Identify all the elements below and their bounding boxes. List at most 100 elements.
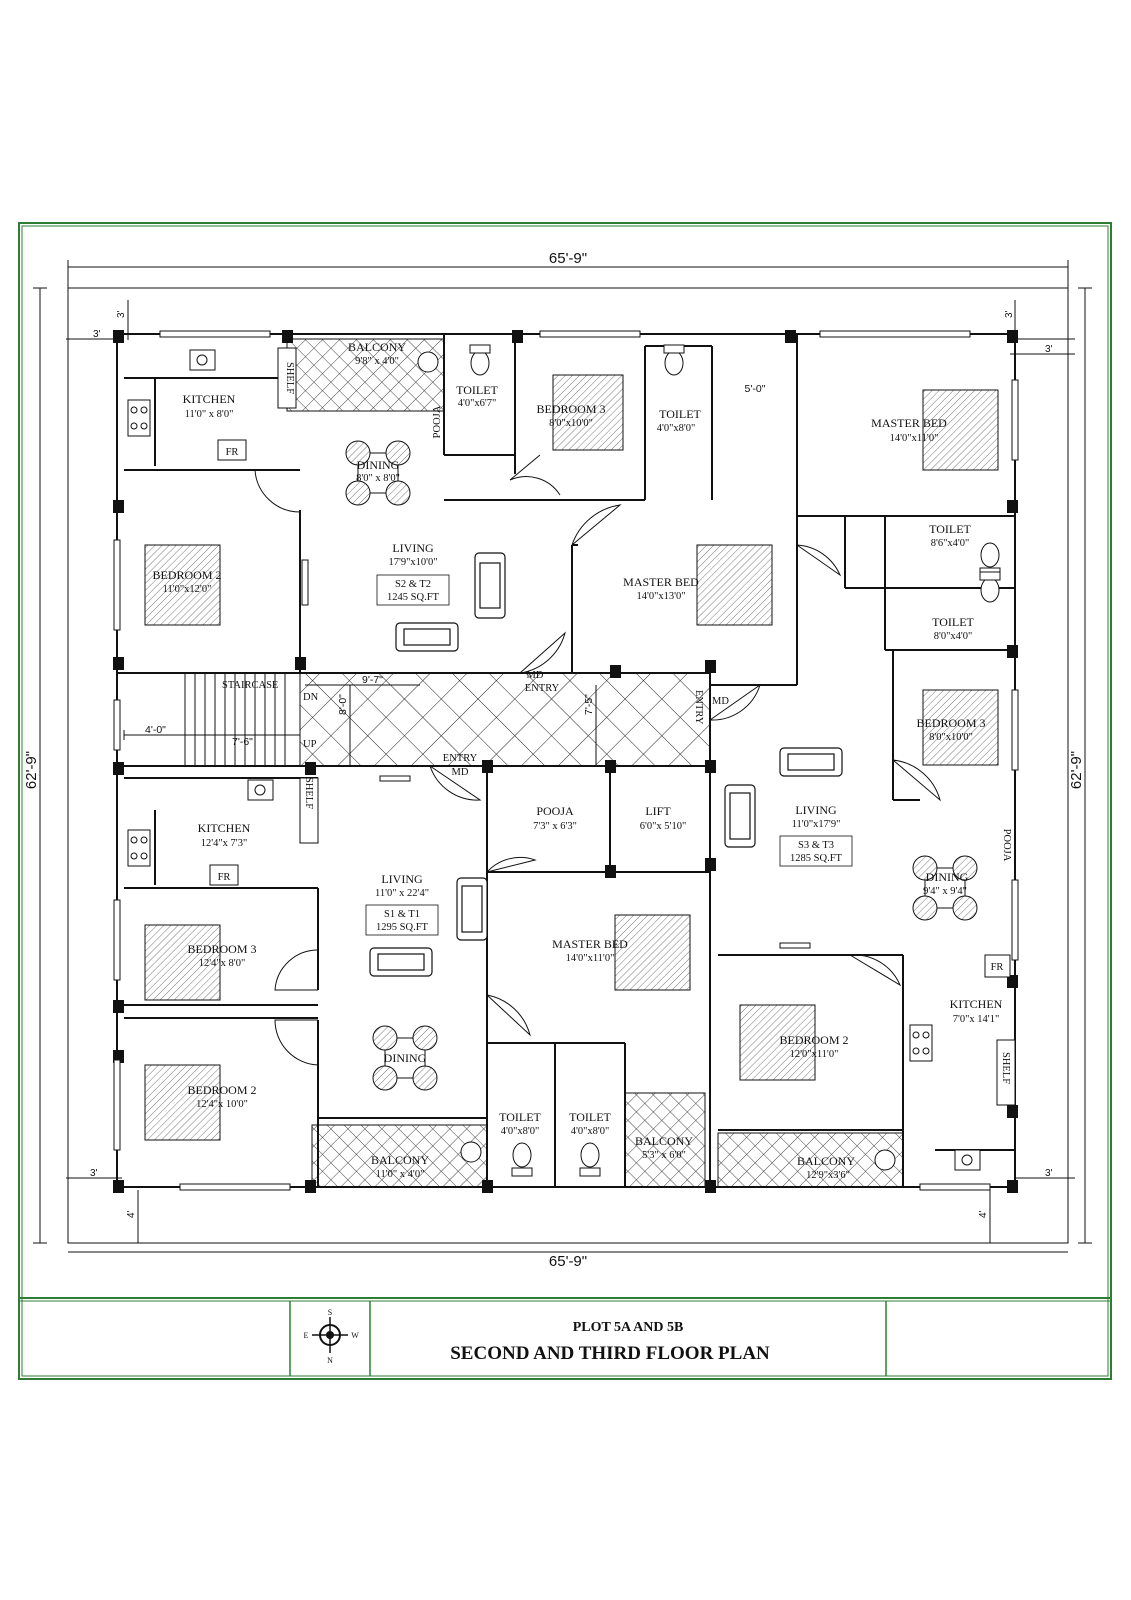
pooja-common-name: POOJA: [536, 804, 574, 818]
toilet-s1b-name: TOILET: [569, 1110, 611, 1124]
master-s2-size: 14'0"x13'0": [636, 591, 685, 602]
beds: [144, 374, 999, 1141]
entry-top: ENTRY: [525, 683, 560, 694]
dining-s1: DINING: [384, 1051, 427, 1065]
setback-top-left: 3': [93, 329, 101, 340]
stair-depth: 8'-0": [337, 694, 349, 715]
kitchen-s3-size: 7'0"x 14'1": [953, 1014, 999, 1025]
fixtures: [127, 344, 1016, 1177]
setback-vert-left: 3': [116, 310, 127, 318]
toilet-s3b-name: TOILET: [932, 615, 974, 629]
toilet-s1a-name: TOILET: [499, 1110, 541, 1124]
plot-dimensions: 65'-9" 65'-9" 62'-9" 62'-9" 3' 3' 3' 3' …: [23, 250, 1085, 1270]
bedroom2-s1-name: BEDROOM 2: [187, 1083, 256, 1097]
lobby-width: 9'-7": [362, 674, 383, 686]
entry-right: ENTRY: [693, 690, 704, 725]
bedroom2-s1-size: 12'4"x 10'0": [196, 1099, 248, 1110]
bedroom2-s2-size: 11'0"x12'0": [163, 584, 212, 595]
balcony-s3-hatch: [717, 1132, 904, 1188]
bedroom2-s2-name: BEDROOM 2: [152, 568, 221, 582]
living-s1-name: LIVING: [381, 872, 423, 886]
balcony-mid-name: BALCONY: [635, 1134, 693, 1148]
fr-s2: FR: [226, 447, 239, 458]
lobby-height: 7'-5": [583, 694, 595, 715]
dining-s3-name: DINING: [926, 870, 969, 884]
setback-bottom-left: 3': [90, 1168, 98, 1179]
dim-top: 65'-9": [549, 250, 587, 267]
toilet-s1a-size: 4'0"x8'0": [501, 1126, 540, 1137]
toilet-s2a-name: TOILET: [456, 383, 498, 397]
setback-top-right: 3': [1045, 344, 1053, 355]
title-line1: PLOT 5A AND 5B: [573, 1320, 684, 1335]
unit-s2-labels: KITCHEN 11'0" x 8'0" FR SHELF BALCONY 9'…: [152, 340, 766, 606]
unit-s3-name: S3 & T3: [798, 840, 834, 851]
pooja-s3: POOJA: [1001, 829, 1012, 862]
md-top: MD: [527, 670, 544, 681]
master-s1-name: MASTER BED: [552, 937, 628, 951]
toilet-s1b-size: 4'0"x8'0": [571, 1126, 610, 1137]
windows: [113, 330, 1019, 1191]
stair-width-a: 4'-0": [145, 724, 166, 736]
setback-bottom-vert-left: 4': [126, 1210, 137, 1218]
master-s3-size: 14'0"x11'0": [890, 433, 939, 444]
kitchen-s2-name: KITCHEN: [183, 392, 236, 406]
unit-s2-box: [376, 574, 450, 606]
common-labels: STAIRCASE DN UP 4'-0" 7'-6" 9'-7" 8'-0" …: [145, 670, 729, 832]
stair-up: UP: [303, 739, 317, 750]
compass-s: S: [328, 1308, 332, 1317]
lift-size: 6'0"x 5'10": [640, 821, 686, 832]
sheet-frame: [18, 222, 1112, 1380]
kitchen-s3-name: KITCHEN: [950, 997, 1003, 1011]
dim-right: 62'-9": [1068, 751, 1085, 789]
unit-s1-box: [365, 904, 439, 936]
balcony-s2-size: 9'8" x 4'0": [355, 356, 399, 367]
bedroom2-s3-size: 12'0"x11'0": [790, 1049, 839, 1060]
lobby-hatch: [299, 672, 711, 767]
kitchen-s1-name: KITCHEN: [198, 821, 251, 835]
toilet-s3a-name: TOILET: [929, 522, 971, 536]
dining-s3-size: 9'4" x 9'4": [923, 886, 967, 897]
entry-bottom: ENTRY: [443, 753, 478, 764]
dining-s2-size: 8'0" x 8'0": [356, 473, 400, 484]
setback-vert-right: 3': [1004, 310, 1015, 318]
balcony-s3-name: BALCONY: [797, 1154, 855, 1168]
compass: S N E W: [304, 1308, 360, 1365]
toilet-s3b-size: 8'0"x4'0": [934, 631, 973, 642]
sofas: [369, 552, 843, 977]
bedroom3-s3-name: BEDROOM 3: [916, 716, 985, 730]
setback-bottom-right: 3': [1045, 1168, 1053, 1179]
door-swings: [254, 454, 941, 1066]
pooja-s2: POOJA: [432, 405, 443, 438]
unit-s3-box: [779, 835, 853, 867]
md-bottom: MD: [452, 767, 469, 778]
stair-dn: DN: [303, 692, 319, 703]
kitchen-s1-size: 12'4"x 7'3": [201, 838, 247, 849]
unit-s1-name: S1 & T1: [384, 909, 420, 920]
bedroom2-s3-name: BEDROOM 2: [779, 1033, 848, 1047]
setback-bottom-vert-right: 4': [978, 1210, 989, 1218]
balcony-mid-hatch: [624, 1092, 706, 1188]
bedroom3-s3-size: 8'0"x10'0": [929, 732, 973, 743]
master-s2-name: MASTER BED: [623, 575, 699, 589]
lift-name: LIFT: [645, 804, 671, 818]
fr-s3: FR: [991, 962, 1004, 973]
plot-boundary: [33, 260, 1092, 1253]
kitchen-s2-size: 11'0" x 8'0": [185, 409, 234, 420]
compass-w: W: [351, 1331, 359, 1340]
shelf-s1: SHELF: [303, 777, 314, 809]
dining-s2-name: DINING: [357, 458, 400, 472]
dim-bottom: 65'-9": [549, 1253, 587, 1270]
balcony-s1-name: BALCONY: [371, 1153, 429, 1167]
toilet-s2b-size: 4'0"x8'0": [657, 423, 696, 434]
dim-5ft: 5'-0": [745, 383, 766, 395]
balcony-s2-name: BALCONY: [348, 340, 406, 354]
shelf-s2: SHELF: [284, 362, 295, 394]
balcony-s1-size: 11'0" x 4'0": [376, 1169, 425, 1180]
master-s1-size: 14'0"x11'0": [566, 953, 615, 964]
toilet-s2b-name: TOILET: [659, 407, 701, 421]
unit-s2-name: S2 & T2: [395, 579, 431, 590]
living-s1-size: 11'0" x 22'4": [375, 888, 429, 899]
bedroom3-s1-size: 12'4"x 8'0": [199, 958, 245, 969]
staircase-label: STAIRCASE: [222, 680, 278, 691]
